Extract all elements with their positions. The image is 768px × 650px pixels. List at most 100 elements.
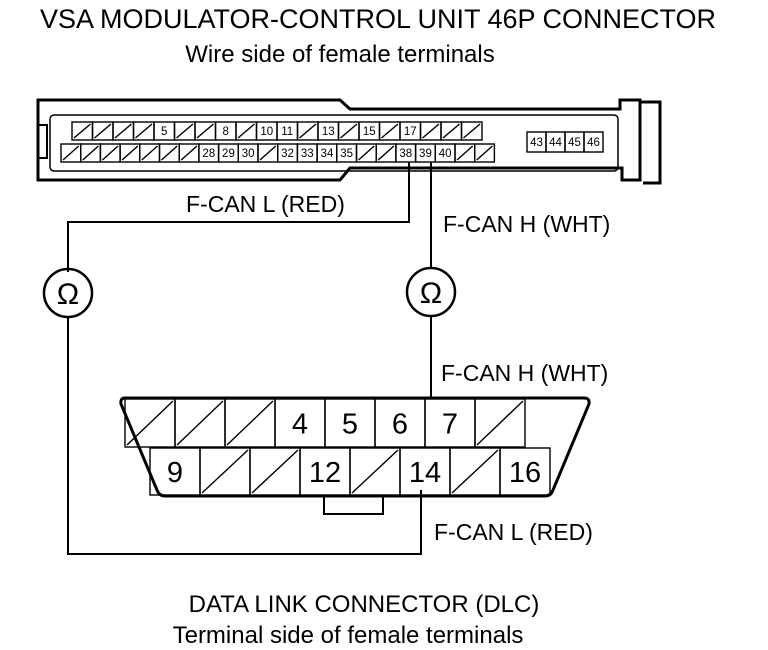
terminal-cell <box>499 447 551 496</box>
terminal-number: 34 <box>321 148 334 160</box>
vsa-right-block-terminal: 44 <box>545 131 566 153</box>
terminal-number: 43 <box>530 137 543 149</box>
empty-slot-mark <box>299 123 317 139</box>
empty-slot-mark <box>476 145 493 161</box>
empty-slot-mark <box>463 123 481 139</box>
terminal-number: 7 <box>442 408 458 440</box>
vsa-right-block-terminal: 43 <box>526 131 547 153</box>
dlc-key <box>323 496 384 515</box>
vsa-top-row-terminal <box>71 121 94 141</box>
vsa-bottom-row-terminal <box>178 143 200 163</box>
vsa-top-row-terminal <box>296 121 319 141</box>
empty-slot-mark <box>176 123 194 139</box>
empty-slot-mark <box>161 145 178 161</box>
empty-slot-mark <box>381 123 399 139</box>
empty-slot-mark <box>456 145 474 161</box>
terminal-number: 16 <box>509 457 541 489</box>
terminal-number: 40 <box>439 148 452 160</box>
terminal-number: 29 <box>222 148 235 160</box>
dlc-bottom-row-terminal <box>449 447 501 496</box>
vsa-bottom-row-terminal: 34 <box>316 143 338 163</box>
vsa-top-row-terminal: 5 <box>153 121 176 141</box>
terminal-cell <box>474 398 526 448</box>
terminal-number: 8 <box>223 126 229 138</box>
dlc-bottom-row-terminal <box>249 447 301 496</box>
fcan-h-label-vsa: F-CAN H (WHT) <box>443 211 610 237</box>
vsa-bottom-row-terminal <box>454 143 476 163</box>
vsa-top-row-terminal <box>419 121 442 141</box>
terminal-number: 46 <box>587 137 600 149</box>
vsa-bottom-row-terminal: 29 <box>217 143 240 163</box>
dlc-bottom-row-terminal <box>199 447 251 496</box>
dlc-bottom-row-terminal <box>349 447 401 496</box>
vsa-bottom-row-terminal: 40 <box>434 143 456 163</box>
terminal-number: 4 <box>292 408 308 440</box>
fcan-l-wire-dlc <box>67 316 422 555</box>
dlc-housing <box>119 396 591 498</box>
terminal-number: 44 <box>549 137 562 149</box>
terminal-number: 39 <box>419 148 432 160</box>
empty-slot-mark <box>476 400 524 446</box>
fcan-l-label-dlc: F-CAN L (RED) <box>434 519 593 545</box>
terminal-cell <box>460 121 483 141</box>
empty-slot-mark <box>180 145 198 161</box>
empty-slot-mark <box>358 145 375 161</box>
ohmmeter-right: Ω <box>405 266 457 318</box>
dlc-subtitle: Terminal side of female terminals <box>173 622 524 649</box>
empty-slot-mark <box>442 123 460 139</box>
terminal-number: 28 <box>202 148 215 160</box>
fcan-h-label-dlc: F-CAN H (WHT) <box>441 360 608 386</box>
ohm-symbol-icon: Ω <box>420 277 442 310</box>
harness-wires <box>67 162 432 555</box>
vsa-bottom-row-terminal: 33 <box>296 143 318 163</box>
vsa-bottom-row-terminal: 38 <box>395 143 417 163</box>
vsa-top-row-terminal <box>460 121 483 141</box>
terminal-number: 11 <box>281 126 293 138</box>
dlc-top-row-terminal: 5 <box>324 398 376 448</box>
vsa-top-row-terminal <box>194 121 217 141</box>
empty-slot-mark <box>94 123 112 139</box>
dlc-top-row-terminal <box>174 398 226 448</box>
empty-slot-mark <box>451 449 499 494</box>
vsa-bottom-row-terminal: 30 <box>237 143 259 163</box>
terminal-number: 13 <box>322 126 335 138</box>
vsa-connector-title: VSA MODULATOR-CONTROL UNIT 46P CONNECTOR <box>40 4 716 34</box>
dlc-top-row-terminal: 4 <box>274 398 326 448</box>
empty-slot-mark <box>126 400 174 446</box>
terminal-number: 10 <box>260 126 273 138</box>
vsa-top-row-terminal <box>91 121 114 141</box>
vsa-top-row-terminal <box>173 121 196 141</box>
vsa-top-row-terminal: 8 <box>214 121 237 141</box>
dlc-top-row-terminal <box>124 398 176 448</box>
terminal-number: 45 <box>568 137 581 149</box>
vsa-bottom-row-terminal <box>257 143 279 163</box>
empty-slot-mark <box>226 400 274 446</box>
vsa-connector-key <box>38 124 48 159</box>
vsa-bottom-row-terminal: 32 <box>277 143 299 163</box>
vsa-right-block-terminal: 45 <box>564 131 585 153</box>
fcan-l-wire-vsa <box>67 162 410 272</box>
vsa-top-row-terminal <box>440 121 463 141</box>
vsa-top-row-terminal <box>235 121 258 141</box>
empty-slot-mark <box>196 123 214 139</box>
vsa-connector-subtitle: Wire side of female terminals <box>185 41 494 68</box>
dlc-top-row-terminal <box>224 398 276 448</box>
terminal-number: 32 <box>281 148 294 160</box>
empty-slot-mark <box>141 145 158 161</box>
terminal-number: 17 <box>404 126 417 138</box>
vsa-bottom-row-terminal: 39 <box>414 143 437 163</box>
vsa-top-row-terminal <box>337 121 360 141</box>
empty-slot-mark <box>176 400 224 446</box>
empty-slot-mark <box>201 449 249 494</box>
vsa-bottom-row-terminal: 28 <box>198 143 220 163</box>
vsa-bottom-row-terminal <box>158 143 180 163</box>
empty-slot-mark <box>340 123 358 139</box>
dlc-bottom-row-terminal: 16 <box>499 447 551 496</box>
terminal-number: 5 <box>161 126 167 138</box>
empty-slot-mark <box>82 145 99 161</box>
terminal-number: 9 <box>167 457 183 489</box>
dlc-title: DATA LINK CONNECTOR (DLC) <box>189 591 540 618</box>
empty-slot-mark <box>121 145 139 161</box>
